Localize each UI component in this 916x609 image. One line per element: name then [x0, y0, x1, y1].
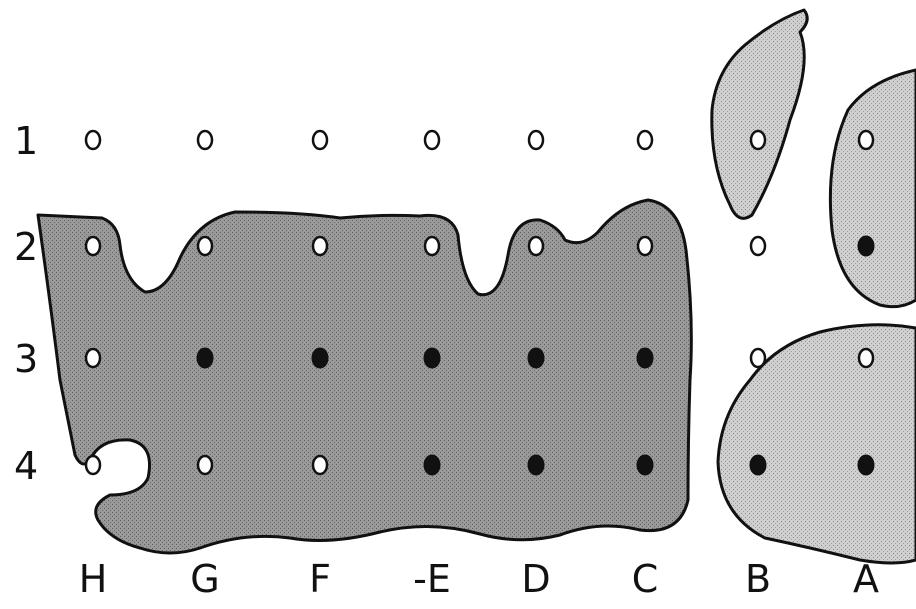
- light-region-upper-a: [830, 70, 916, 307]
- column-label-1: G: [190, 557, 219, 601]
- open-dot-r1-c0: [86, 131, 100, 149]
- column-label-3: -E: [413, 557, 451, 601]
- open-dot-r2-c6: [751, 237, 765, 255]
- row-label-2: 2: [14, 225, 38, 269]
- row-label-3: 3: [14, 337, 38, 381]
- open-dot-r3-c0: [86, 349, 100, 367]
- column-label-7: A: [853, 557, 879, 601]
- open-dot-r2-c2: [313, 237, 327, 255]
- open-dot-r2-c3: [425, 237, 439, 255]
- dark-region: [38, 200, 691, 553]
- open-dot-r3-c7: [859, 349, 873, 367]
- open-dot-r1-c2: [313, 131, 327, 149]
- open-dot-r3-c6: [751, 349, 765, 367]
- column-label-4: D: [521, 557, 550, 601]
- column-label-6: B: [745, 557, 771, 601]
- open-dot-r1-c6: [751, 131, 765, 149]
- open-dot-r2-c0: [86, 237, 100, 255]
- light-region-upper-b: [712, 10, 807, 218]
- open-dot-r1-c1: [198, 131, 212, 149]
- filled-dot-r4-c7: [858, 455, 874, 475]
- open-dot-r2-c5: [638, 237, 652, 255]
- column-labels: H G F -E D C B A: [79, 557, 879, 601]
- row-label-1: 1: [14, 119, 38, 163]
- filled-dot-r3-c4: [528, 348, 544, 368]
- open-dot-r4-c1: [198, 456, 212, 474]
- light-region-lower-ab: [718, 325, 916, 563]
- filled-dot-r3-c1: [197, 348, 213, 368]
- open-dot-r2-c1: [198, 237, 212, 255]
- filled-dot-r4-c5: [637, 455, 653, 475]
- open-dot-r4-c0: [86, 456, 100, 474]
- filled-dot-r4-c4: [528, 455, 544, 475]
- filled-dot-r4-c3: [424, 455, 440, 475]
- column-label-5: C: [632, 557, 659, 601]
- row-label-4: 4: [14, 444, 38, 488]
- filled-dot-r3-c3: [424, 348, 440, 368]
- open-dot-r1-c4: [529, 131, 543, 149]
- column-label-2: F: [309, 557, 331, 601]
- filled-dot-r3-c2: [312, 348, 328, 368]
- open-dot-r4-c2: [313, 456, 327, 474]
- column-label-0: H: [79, 557, 108, 601]
- row-labels: 1 2 3 4: [14, 119, 38, 488]
- open-dot-r2-c4: [529, 237, 543, 255]
- filled-dot-r3-c5: [637, 348, 653, 368]
- open-dot-r1-c3: [425, 131, 439, 149]
- open-dot-r1-c7: [859, 131, 873, 149]
- filled-dot-r4-c6: [750, 455, 766, 475]
- open-dot-r1-c5: [638, 131, 652, 149]
- filled-dot-r2-c7: [858, 236, 874, 256]
